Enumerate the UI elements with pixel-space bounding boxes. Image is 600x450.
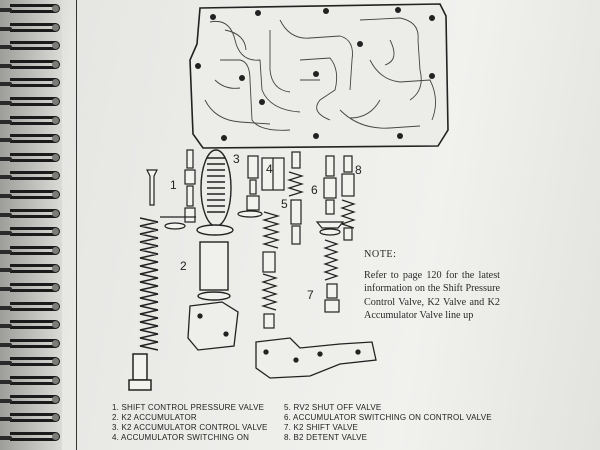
binding-hole: [52, 284, 59, 291]
legend-item: 5. RV2 SHUT OFF VALVE: [284, 403, 382, 412]
page-margin-line: [76, 0, 77, 450]
accumulator-switching-on: [261, 157, 285, 191]
binding-hole: [52, 395, 59, 403]
binding-hole: [52, 98, 59, 105]
callout-8: 8: [355, 163, 362, 177]
legend-item: 4. ACCUMULATOR SWITCHING ON: [112, 433, 250, 442]
binding-hole: [52, 191, 59, 198]
k2-shift-valve: [323, 239, 340, 313]
accumulator-switching-on-control-valve: [315, 155, 345, 236]
gasket-plate-small: [187, 301, 239, 351]
binding-hole: [52, 172, 59, 180]
binding-hole: [52, 302, 59, 310]
legend-item: 2. K2 ACCUMULATOR: [112, 413, 197, 422]
gasket-plate-long: [255, 337, 377, 379]
callout-2: 2: [180, 259, 187, 273]
spiral-binding: [0, 0, 62, 450]
rv2-shut-off-valve: [286, 151, 305, 245]
callout-5: 5: [281, 197, 288, 211]
binding-hole: [52, 135, 59, 143]
binding-hole: [52, 265, 59, 273]
legend-item: 7. K2 SHIFT VALVE: [284, 423, 359, 432]
callout-4: 4: [266, 162, 273, 176]
valve-body-plate: [189, 3, 449, 149]
binding-hole: [52, 23, 59, 31]
callout-3: 3: [233, 152, 240, 166]
binding-hole: [52, 79, 59, 87]
binding-hole: [52, 246, 59, 254]
binding-hole: [52, 432, 59, 440]
binding-hole: [52, 42, 59, 50]
legend-item: 8. B2 DETENT VALVE: [284, 433, 368, 442]
callout-6: 6: [311, 183, 318, 197]
binding-hole: [52, 339, 59, 347]
note-title: NOTE:: [364, 249, 397, 260]
shift-control-pressure-valve: [146, 149, 196, 230]
binding-hole: [52, 414, 59, 422]
legend-item: 6. ACCUMULATOR SWITCHING ON CONTROL VALV…: [284, 413, 492, 422]
accumulator-spring: [128, 217, 159, 391]
callout-1: 1: [170, 178, 177, 192]
binding-hole: [52, 358, 59, 366]
k2-accumulator-control-valve: [237, 155, 281, 329]
b2-detent-valve: [340, 155, 356, 241]
note-block: NOTE: Refer to page 120 for the latest i…: [364, 248, 500, 322]
k2-accumulator: [196, 149, 234, 301]
callout-7: 7: [307, 288, 314, 302]
binding-hole: [52, 228, 59, 236]
binding-hole: [52, 377, 59, 384]
binding-hole: [52, 5, 59, 12]
binding-hole: [52, 116, 59, 124]
binding-hole: [52, 321, 59, 329]
binding-hole: [52, 60, 59, 68]
legend-left-column: 1. SHIFT CONTROL PRESSURE VALVE 2. K2 AC…: [112, 403, 268, 443]
legend-item: 1. SHIFT CONTROL PRESSURE VALVE: [112, 403, 265, 412]
note-body: Refer to page 120 for the latest informa…: [364, 270, 500, 321]
legend-item: 3. K2 ACCUMULATOR CONTROL VALVE: [112, 423, 268, 432]
binding-hole: [52, 153, 59, 161]
binding-hole: [52, 209, 59, 217]
legend-right-column: 5. RV2 SHUT OFF VALVE 6. ACCUMULATOR SWI…: [284, 403, 492, 443]
